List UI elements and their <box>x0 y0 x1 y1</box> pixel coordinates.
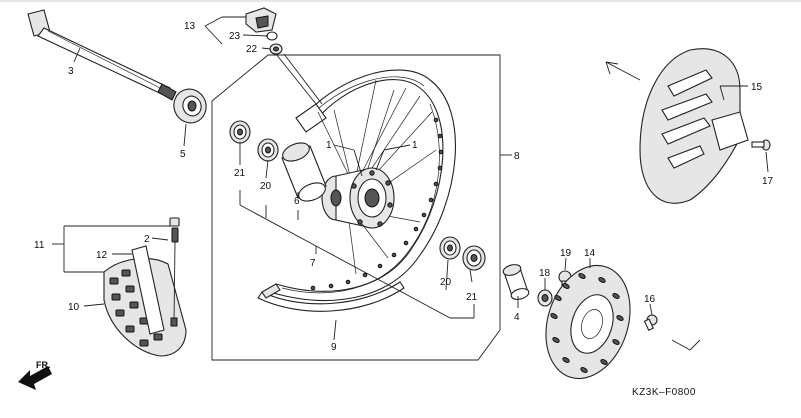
callout-4: 4 <box>514 312 520 323</box>
callout-5: 5 <box>180 149 186 160</box>
disc-nut-part <box>537 289 553 307</box>
disc-cover-part <box>639 48 749 204</box>
callout-21-left: 21 <box>234 168 246 179</box>
callout-14: 14 <box>584 248 596 259</box>
callout-labels: 13 23 22 3 5 1 1 8 21 20 6 7 20 21 9 11 … <box>34 21 774 353</box>
brake-disc-part <box>545 264 631 380</box>
callout-15: 15 <box>751 82 763 93</box>
drawing-code: KZ3K–F0800 <box>632 387 696 398</box>
wheel-assembly-boundary <box>211 54 501 361</box>
front-axle-part <box>27 9 177 101</box>
callout-16: 16 <box>644 294 656 305</box>
callout-19: 19 <box>560 248 572 259</box>
right-dust-seal-part <box>439 236 461 260</box>
callout-11: 11 <box>34 240 45 251</box>
distance-collar-part <box>281 142 327 202</box>
callout-18: 18 <box>539 268 551 279</box>
valve-cap-part <box>169 217 180 327</box>
callout-7: 7 <box>310 258 316 269</box>
tire-flap-part <box>131 245 165 335</box>
callout-20-right: 20 <box>440 277 452 288</box>
callout-22: 22 <box>246 44 258 55</box>
callout-6: 6 <box>294 196 300 207</box>
right-bearing-outer-part <box>462 245 486 271</box>
callout-23: 23 <box>229 31 241 42</box>
disc-side-collar-part <box>502 264 530 300</box>
callout-21-right: 21 <box>466 292 478 303</box>
left-dust-seal-part <box>257 138 279 162</box>
callout-2: 2 <box>144 234 150 245</box>
callout-1-right: 1 <box>412 140 418 151</box>
cover-bolt-part <box>751 139 771 151</box>
leader-lines <box>52 16 769 341</box>
callout-13: 13 <box>184 21 196 32</box>
side-collar-part <box>173 88 207 124</box>
callout-12: 12 <box>96 250 108 261</box>
callout-17: 17 <box>762 176 774 187</box>
callout-20-left: 20 <box>260 181 272 192</box>
rim-band-part <box>257 281 405 312</box>
callout-1-left: 1 <box>326 140 332 151</box>
cover-boundary-lines <box>605 61 701 351</box>
front-label: FR. <box>36 360 51 370</box>
callout-8: 8 <box>514 151 520 162</box>
front-hub-part <box>321 167 395 229</box>
left-bearing-outer-part <box>229 120 251 144</box>
callout-3: 3 <box>68 66 74 77</box>
front-direction-arrow-icon <box>18 366 52 390</box>
callout-9: 9 <box>331 342 337 353</box>
callout-10: 10 <box>68 302 80 313</box>
rim-lock-clamp-part <box>245 7 283 55</box>
disc-mount-bolt-part <box>643 314 658 332</box>
